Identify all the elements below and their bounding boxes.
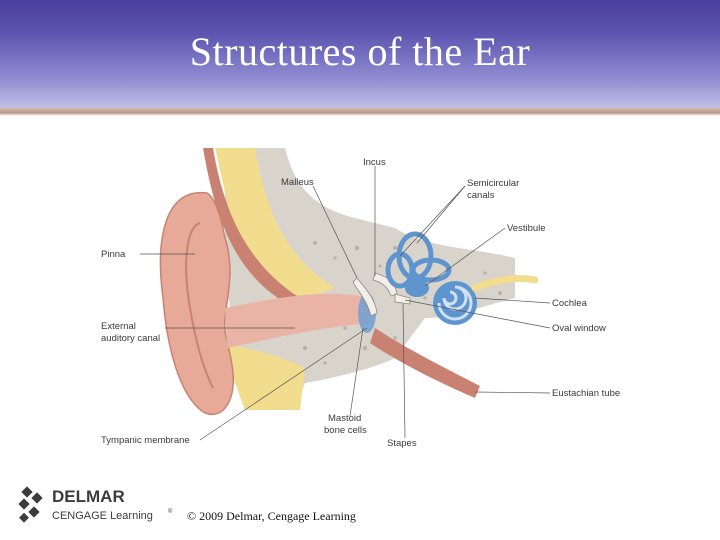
label-mastoid-1: Mastoid: [328, 413, 361, 424]
logo-brand: DELMAR: [52, 487, 125, 506]
label-eustachian-tube: Eustachian tube: [552, 388, 620, 399]
label-semicircular-1: Semicircular: [467, 178, 519, 189]
label-external-1: External: [101, 321, 136, 332]
label-tympanic-membrane: Tympanic membrane: [101, 435, 190, 446]
logo-trademark: ®: [168, 508, 173, 515]
logo-sub: CENGAGE Learning: [52, 510, 153, 522]
header-divider: [0, 108, 720, 116]
label-cochlea: Cochlea: [552, 298, 588, 309]
delmar-logo: DELMAR CENGAGE Learning ®: [18, 486, 183, 526]
slide-title: Structures of the Ear: [0, 28, 720, 75]
label-oval-window: Oval window: [552, 323, 606, 334]
cochlea: [433, 281, 477, 325]
ear-diagram: Incus Malleus Semicircular canals Vestib…: [95, 148, 635, 458]
eustachian-tube: [370, 328, 480, 398]
label-incus: Incus: [363, 157, 386, 168]
label-semicircular-2: canals: [467, 190, 495, 201]
logo-mark-icon: [18, 486, 42, 522]
label-malleus: Malleus: [281, 177, 314, 188]
label-pinna: Pinna: [101, 249, 126, 260]
label-external-2: auditory canal: [101, 333, 160, 344]
label-vestibule: Vestibule: [507, 223, 546, 234]
vestibule: [405, 279, 429, 297]
label-stapes: Stapes: [387, 438, 417, 449]
copyright-text: © 2009 Delmar, Cengage Learning: [187, 509, 356, 524]
label-mastoid-2: bone cells: [324, 425, 367, 436]
